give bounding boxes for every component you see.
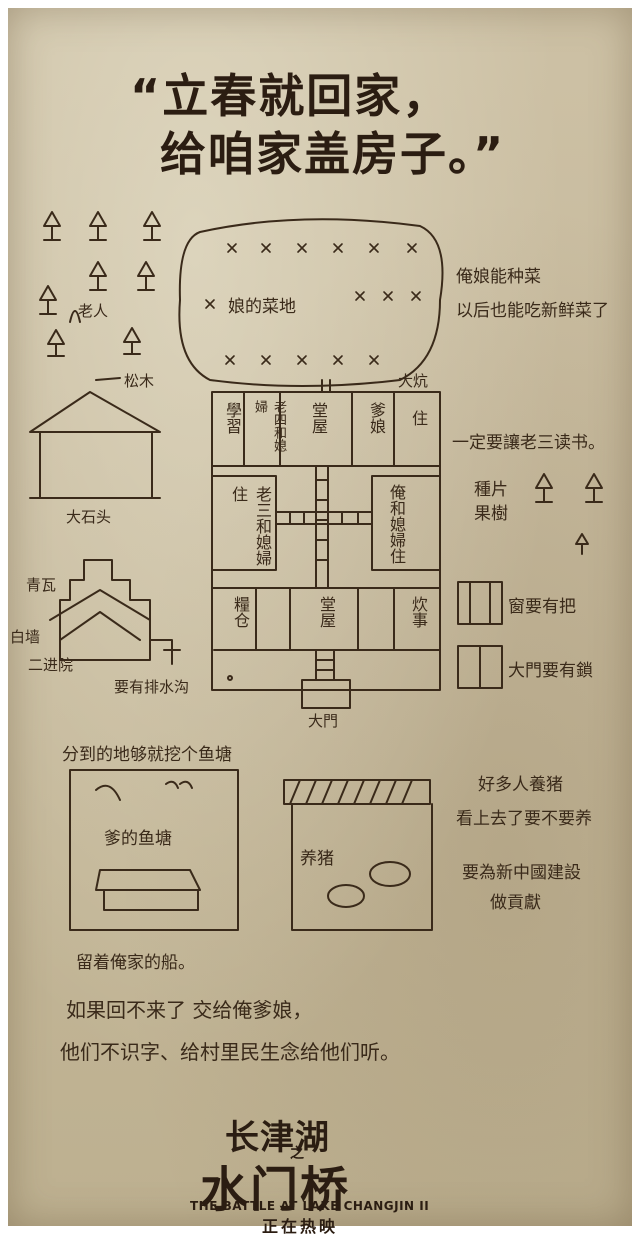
- title-line-1: “立春就回家，: [130, 69, 451, 123]
- room-kitchen: 炊事: [409, 596, 428, 628]
- logo-english-title: THE BATTLE AT LAKE CHANGJIN II: [190, 1199, 430, 1213]
- room-tangwu-top: 堂屋: [309, 402, 328, 434]
- logo-title-line2: 水门桥: [200, 1162, 351, 1218]
- room-live: 住: [409, 410, 428, 426]
- paper-background: [8, 8, 632, 1226]
- logo-title-line1: 长津湖: [225, 1118, 330, 1158]
- window-icon: [457, 581, 503, 625]
- field-note-line2: 以后也能吃新鲜菜了: [456, 301, 609, 321]
- pig-icon: [327, 861, 411, 908]
- room-parents: 爹娘: [367, 402, 386, 434]
- pig-note2-line1: 要為新中國建設: [462, 863, 581, 883]
- pig-label: 养猪: [300, 849, 334, 869]
- logo-connector: 之: [290, 1146, 304, 1162]
- footer-note-line2: 他们不识字、给村里民生念给他们听。: [60, 1040, 400, 1064]
- base-label: 大石头: [66, 508, 112, 526]
- roof-label: 松木: [124, 372, 155, 390]
- tree-icon: [39, 211, 161, 357]
- pig-note1-line2: 看上去了要不要养: [456, 809, 592, 829]
- field-note-line1: 俺娘能种菜: [456, 267, 541, 287]
- kang-label: 大炕: [398, 372, 429, 390]
- pig-note2-line2: 做貢獻: [490, 893, 541, 913]
- door-icon: [457, 645, 503, 689]
- label-baiqiang: 白墙: [10, 628, 41, 646]
- room-laosan: 老三和媳婦住: [229, 486, 272, 566]
- pond-label: 爹的鱼塘: [104, 829, 172, 849]
- trees-note: 老人: [78, 302, 109, 320]
- room-granary: 糧仓: [231, 596, 250, 628]
- orchard-note: 種片果樹: [474, 480, 508, 524]
- room-study: 學習: [223, 402, 242, 434]
- footer-note-line1: 如果回不来了 交给俺爹娘，: [66, 998, 313, 1022]
- label-erjinyuan: 二进院: [28, 656, 74, 674]
- room-laosi: 老四和媳婦: [252, 400, 286, 452]
- window-note: 窗要有把: [508, 597, 576, 617]
- education-note: 一定要讓老三读书。: [452, 433, 605, 453]
- pond-header: 分到的地够就挖个鱼塘: [62, 745, 232, 765]
- title-line-2: 给咱家盖房子。”: [160, 127, 506, 181]
- logo-status: 正在热映: [262, 1217, 339, 1234]
- door-note: 大門要有鎖: [508, 661, 593, 681]
- field-label: 娘的菜地: [228, 297, 296, 317]
- room-ours: 俺和媳婦住: [387, 484, 406, 564]
- label-drain: 要有排水沟: [114, 678, 190, 696]
- room-tangwu-bottom: 堂屋: [317, 596, 336, 628]
- gate-label: 大門: [308, 712, 339, 730]
- pig-note1-line1: 好多人養猪: [478, 775, 563, 795]
- label-qingwa: 青瓦: [26, 576, 57, 594]
- boat-note: 留着俺家的船。: [76, 953, 195, 973]
